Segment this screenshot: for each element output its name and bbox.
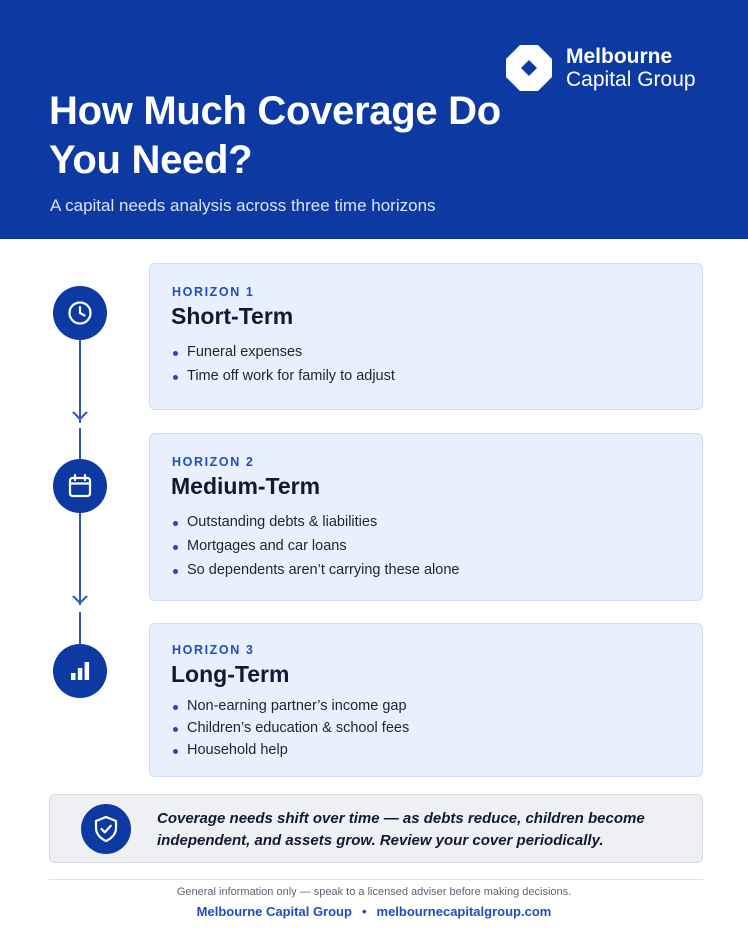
list-item: Non-earning partner’s income gap — [172, 698, 409, 714]
list-item: Outstanding debts & liabilities — [172, 514, 459, 530]
footer-website-link[interactable]: melbournecapitalgroup.com — [376, 904, 552, 919]
list-item: So dependents aren’t carrying these alon… — [172, 562, 459, 578]
chevron-down-icon — [72, 411, 88, 421]
footer-company: Melbourne Capital Group — [196, 904, 352, 919]
callout-text: Coverage needs shift over time — as debt… — [157, 810, 645, 849]
calendar-icon — [53, 459, 107, 513]
review-callout: Coverage needs shift over time — as debt… — [49, 794, 703, 863]
disclaimer-text: General information only — speak to a li… — [176, 886, 572, 898]
brand-line-1: Melbourne — [566, 45, 673, 68]
cross-logo-icon — [506, 45, 552, 91]
horizon-card-medium-term: HORIZON 2 Medium-Term Outstanding debts … — [149, 433, 703, 601]
timeline-connector — [79, 428, 81, 462]
list-item: Funeral expenses — [172, 344, 395, 360]
clock-icon — [53, 286, 107, 340]
footer-contact: Melbourne Capital Group • melbournecapital… — [0, 904, 748, 919]
header-banner: Melbourne Capital Group How Much Coverag… — [0, 0, 748, 239]
horizon-name: Short-Term — [171, 303, 294, 329]
horizon-kicker: HORIZON 3 — [172, 643, 255, 657]
page-title: How Much Coverage Do You Need? — [49, 89, 501, 182]
horizon-kicker: HORIZON 2 — [172, 455, 255, 469]
list-item: Household help — [172, 742, 409, 758]
brand-line-2: Capital Group — [566, 68, 696, 91]
footer-divider — [49, 879, 703, 880]
horizon-card-long-term: HORIZON 3 Long-Term Non-earning partner’… — [149, 623, 703, 777]
chevron-down-icon — [72, 595, 88, 605]
bar-chart-icon — [53, 644, 107, 698]
horizon-card-short-term: HORIZON 1 Short-Term Funeral expenses Ti… — [149, 263, 703, 410]
timeline-connector — [79, 512, 81, 605]
horizon-list: Outstanding debts & liabilities Mortgage… — [172, 514, 459, 578]
brand-name: Melbourne Capital Group — [566, 45, 696, 91]
footer-separator: • — [361, 904, 367, 919]
list-item: Time off work for family to adjust — [172, 368, 395, 384]
timeline-connector — [79, 612, 81, 646]
horizon-list: Funeral expenses Time off work for famil… — [172, 344, 395, 384]
timeline-connector — [79, 340, 81, 423]
horizon-name: Long-Term — [171, 661, 290, 687]
horizon-list: Non-earning partner’s income gap Childre… — [172, 698, 409, 758]
shield-check-icon — [81, 804, 131, 854]
horizon-name: Medium-Term — [171, 473, 321, 499]
list-item: Mortgages and car loans — [172, 538, 459, 554]
horizon-kicker: HORIZON 1 — [172, 285, 255, 299]
list-item: Children’s education & school fees — [172, 720, 409, 736]
page-subtitle: A capital needs analysis across three ti… — [50, 196, 436, 215]
